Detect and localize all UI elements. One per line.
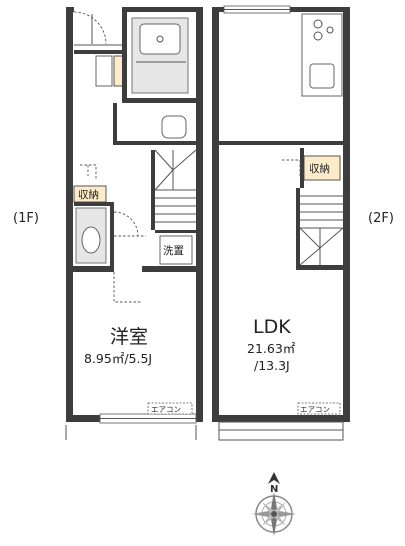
compass-north-label: N: [270, 484, 278, 495]
wall-2f-right: [343, 7, 350, 422]
wall-storage-2f: [300, 148, 304, 188]
floor-tag-2f: (2F): [368, 211, 394, 226]
balcony: [218, 421, 344, 441]
wall-1f-top-right: [122, 7, 203, 12]
western-door-swing: [113, 272, 142, 303]
aircon-2f-label: エアコン: [300, 405, 330, 414]
storage-2f-label: 収納: [309, 162, 330, 175]
entrance-door-swing: [73, 11, 107, 45]
compass-center: [271, 511, 277, 517]
north-arrow-icon: [268, 472, 280, 484]
wall-western-top-right: [142, 266, 203, 272]
wall-1f-left: [66, 7, 73, 422]
wall-1f-top-left: [66, 7, 74, 12]
first-floor: 収納 洗置 洋室 8.95㎡/5.5J エアコン: [65, 7, 203, 440]
stove-burner-2: [313, 31, 323, 41]
aircon-1f: [147, 402, 193, 415]
entrance: [74, 12, 122, 52]
toilet-bowl: [81, 226, 101, 254]
wall-bath-bottom: [122, 98, 203, 103]
aircon-2f: [297, 402, 341, 415]
toilet-door-swing: [113, 211, 139, 237]
stove-burner-1: [313, 19, 323, 29]
shoe-cabinet: [95, 55, 113, 87]
laundry-space: [159, 235, 193, 265]
washbasin: [161, 115, 187, 139]
door-swing-corridor: [80, 164, 97, 180]
wall-bath-left: [122, 7, 127, 102]
storage-2f-door-swing: [282, 159, 301, 176]
ldk-area-m2: 21.63㎡: [247, 341, 296, 356]
ldk-name: LDK: [253, 316, 291, 338]
stairs-2f: [299, 195, 344, 266]
wall-vanity: [113, 103, 117, 141]
wall-laundry-top: [155, 230, 196, 233]
stove-burner-3: [326, 26, 334, 34]
wall-western-top-left: [66, 266, 114, 272]
wall-stairs-2f-bottom: [296, 265, 343, 270]
floor-tag-1f: (1F): [13, 211, 39, 226]
wall-2f-mid: [219, 141, 343, 145]
wall-toilet-right: [110, 202, 114, 266]
second-floor: 収納 LDK 21.63㎡ /13.3J エアコン: [212, 5, 350, 441]
wall-2f-bottom: [212, 415, 350, 422]
storage-small: [113, 55, 124, 87]
bathtub-basin: [139, 23, 181, 55]
western-room-name: 洋室: [110, 326, 148, 348]
laundry-label: 洗置: [163, 245, 184, 257]
wall-toilet-top: [74, 202, 114, 206]
wall-corridor: [113, 141, 203, 145]
stairs-1f: [154, 149, 197, 223]
kitchen-sink: [309, 63, 335, 89]
storage-1f-label: 収納: [78, 188, 99, 201]
aircon-1f-label: エアコン: [151, 405, 181, 414]
wall-stairs-left: [151, 150, 155, 230]
wall-1f-right: [196, 7, 203, 422]
wall-2f-left: [212, 7, 219, 422]
wall-stairs-2f: [296, 188, 300, 268]
ldk-area-j: /13.3J: [254, 358, 290, 373]
drain: [156, 35, 164, 43]
compass: N: [252, 472, 296, 536]
wall-entrance-bottom: [74, 50, 122, 54]
western-room-area: 8.95㎡/5.5J: [84, 351, 152, 366]
storage-2f: [303, 155, 341, 181]
